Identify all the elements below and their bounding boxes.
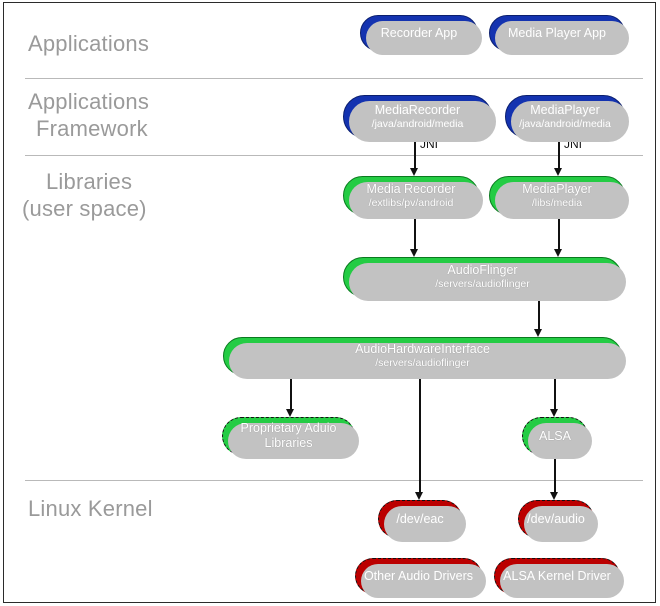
node-shadow — [528, 423, 592, 459]
node-title: MediaPlayer — [522, 181, 592, 196]
node-title: MediaRecorder — [374, 102, 461, 117]
node-audiohardwareinterface[interactable]: AudioHardwareInterface /servers/audiofli… — [223, 337, 626, 379]
node-subtitle: /java/android/media — [519, 117, 611, 130]
node-recorder-app[interactable]: Recorder App — [360, 15, 482, 55]
node-title: MediaPlayer — [530, 102, 600, 117]
connector-ahi-alsa — [554, 375, 556, 410]
node-subtitle: Libraries — [264, 436, 313, 450]
node-title: AudioHardwareInterface — [355, 342, 490, 356]
node-subtitle: /servers/audioflinger — [435, 278, 530, 290]
connector-mediaplayerlib-audioflinger — [558, 215, 560, 250]
layer-label-libraries-line2: (user space) — [22, 196, 147, 221]
node-title: Other Audio Drivers — [363, 568, 474, 583]
node-shadow — [495, 21, 629, 55]
node-shadow — [524, 506, 598, 542]
node-title: ALSA Kernel Driver — [503, 568, 611, 583]
node-title: ALSA — [539, 428, 571, 443]
node-proprietary-audio-libraries[interactable]: Proprietary Aduio Libraries — [222, 417, 359, 459]
connector-mediarecorder-jni — [414, 138, 416, 170]
divider-framework — [25, 155, 643, 156]
node-subtitle: /servers/audioflinger — [375, 357, 470, 369]
node-media-player-library[interactable]: MediaPlayer /libs/media — [489, 176, 629, 219]
node-media-player-app[interactable]: Media Player App — [489, 15, 629, 55]
arrow-audioflinger-audiohardwareinterface — [534, 329, 542, 337]
node-shadow — [366, 21, 482, 55]
connector-alsa-devaudio — [554, 455, 556, 493]
arrow-mediaplayerlib-audioflinger — [554, 249, 562, 257]
node-shadow — [500, 564, 624, 598]
arrow-mediarecorderlib-audioflinger — [410, 249, 418, 257]
node-mediarecorder-framework[interactable]: MediaRecorder /java/android/media — [343, 95, 496, 142]
node-subtitle: /extlibs/pv/android — [368, 196, 454, 209]
node-audioflinger[interactable]: AudioFlinger /servers/audioflinger — [343, 257, 626, 301]
node-shadow — [495, 182, 629, 219]
layer-label-applications-framework-line1: Applications — [28, 89, 150, 114]
layer-label-libraries-line1: Libraries — [46, 169, 133, 194]
node-title: /dev/audio — [527, 511, 585, 526]
node-shadow — [228, 423, 359, 459]
node-shadow — [511, 101, 629, 142]
connector-mediarecorderlib-audioflinger — [414, 215, 416, 250]
node-shadow — [229, 343, 626, 379]
node-shadow — [349, 263, 626, 301]
node-media-recorder-library[interactable]: Media Recorder /extlibs/pv/android — [343, 176, 483, 219]
node-title: AudioFlinger — [447, 263, 518, 277]
node-shadow — [361, 564, 486, 598]
node-shadow — [349, 182, 483, 219]
connector-ahi-proprietary — [290, 375, 292, 410]
arrow-ahi-proprietary — [286, 409, 294, 417]
layer-label-linux-kernel: Linux Kernel — [28, 496, 153, 521]
connector-audioflinger-audiohardwareinterface — [538, 297, 540, 330]
connector-ahi-deveac — [419, 375, 421, 493]
arrow-ahi-deveac — [415, 492, 423, 500]
node-dev-audio[interactable]: /dev/audio — [518, 500, 598, 542]
arrow-mediarecorder-jni — [410, 168, 418, 176]
node-title: Media Player App — [508, 25, 606, 40]
arrow-ahi-alsa — [550, 409, 558, 417]
connector-mediaplayer-jni — [558, 138, 560, 170]
node-mediaplayer-framework[interactable]: MediaPlayer /java/android/media — [505, 95, 629, 142]
arrow-mediaplayer-jni — [554, 168, 562, 176]
node-subtitle: /java/android/media — [371, 117, 464, 130]
node-title: /dev/eac — [396, 511, 444, 526]
node-title: Media Recorder — [366, 181, 456, 196]
arrow-alsa-devaudio — [550, 492, 558, 500]
layer-label-applications: Applications — [28, 31, 150, 56]
node-title: Proprietary Aduio — [240, 421, 337, 435]
layer-label-applications-framework-line2: Framework — [36, 116, 148, 141]
node-alsa[interactable]: ALSA — [522, 417, 592, 459]
divider-applications — [25, 78, 643, 79]
node-alsa-kernel-driver[interactable]: ALSA Kernel Driver — [494, 558, 624, 598]
node-subtitle: /libs/media — [531, 196, 583, 209]
divider-kernel — [25, 480, 643, 481]
node-other-audio-drivers[interactable]: Other Audio Drivers — [355, 558, 486, 598]
node-title: Recorder App — [380, 25, 458, 40]
node-dev-eac[interactable]: /dev/eac — [378, 500, 466, 542]
node-shadow — [384, 506, 466, 542]
node-shadow — [349, 101, 496, 142]
